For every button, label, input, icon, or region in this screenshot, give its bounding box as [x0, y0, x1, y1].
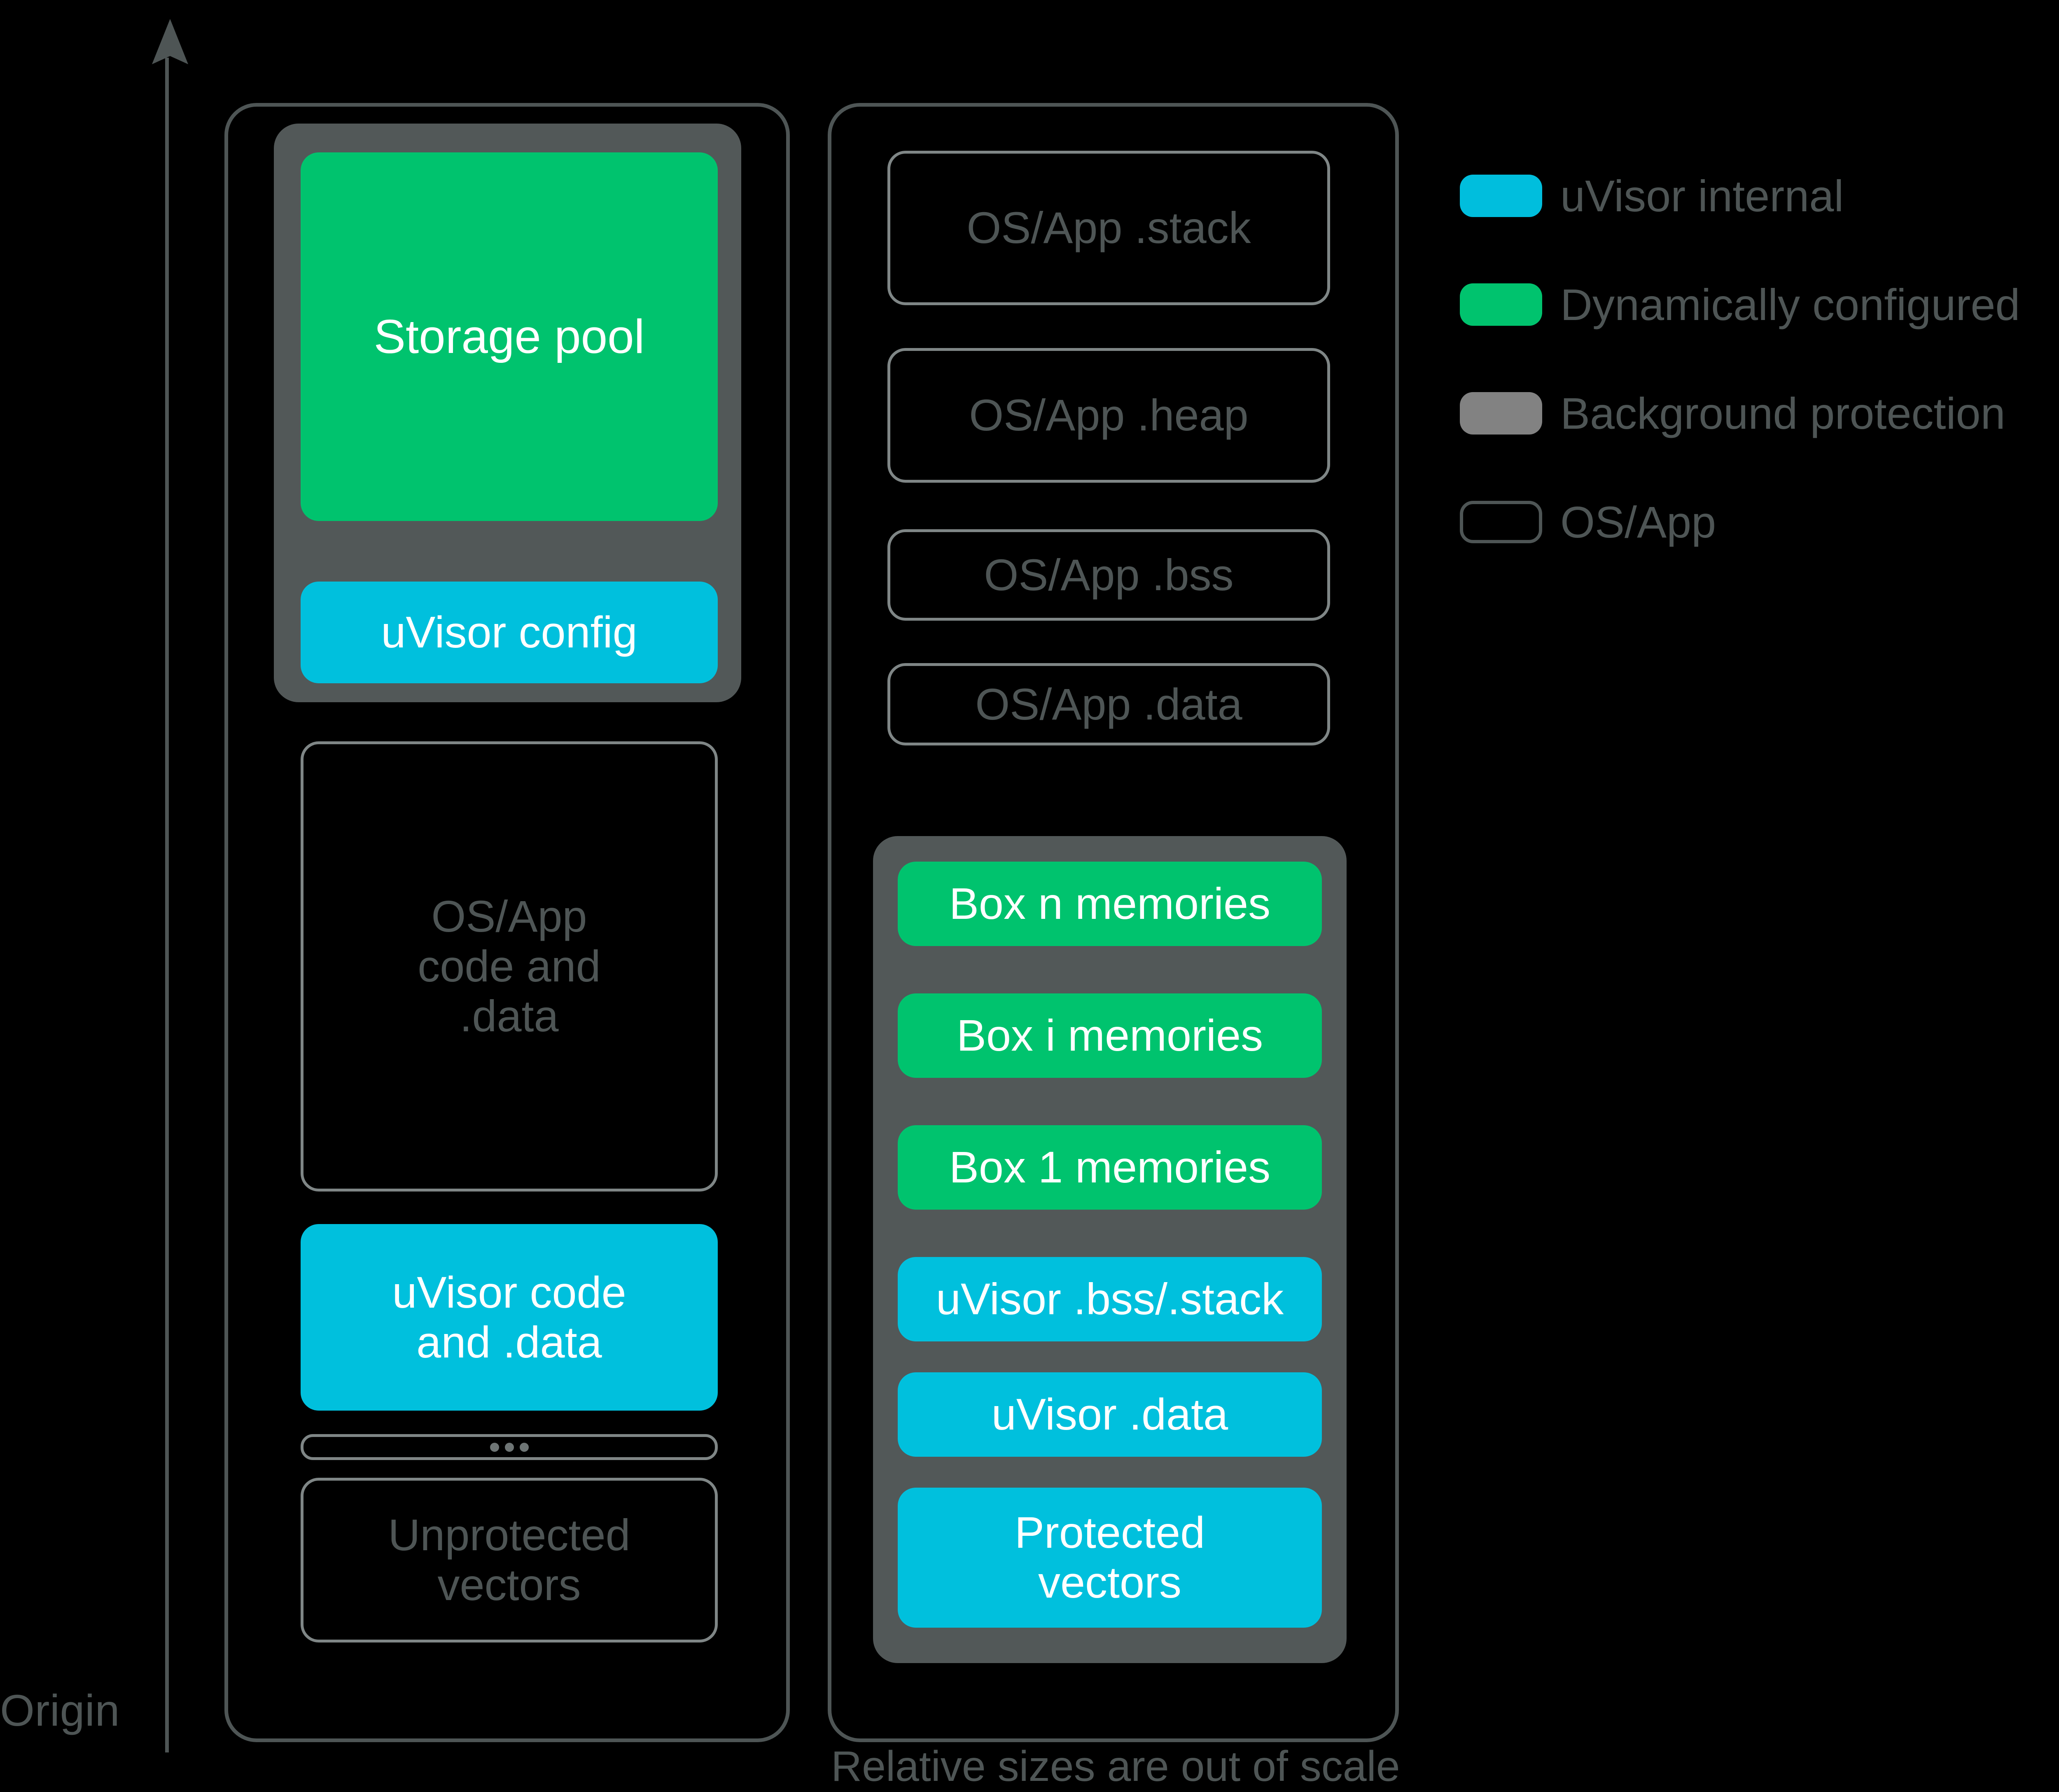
left-block-storage-pool[interactable]: Storage pool — [301, 152, 718, 521]
axis-line — [165, 58, 169, 1752]
left-block-unprotected-vectors[interactable]: Unprotected vectors — [301, 1478, 718, 1642]
left-block-ellipsis[interactable] — [301, 1434, 718, 1460]
left-block-uvisor-code-and-data[interactable]: uVisor code and .data — [301, 1224, 718, 1411]
legend: uVisor internal Dynamically configured B… — [1460, 171, 2059, 610]
legend-item-background-protection[interactable]: Background protection — [1460, 388, 2005, 438]
legend-item-uvisor-internal[interactable]: uVisor internal — [1460, 171, 1844, 221]
right-block-box-n-memories[interactable]: Box n memories — [898, 862, 1322, 946]
legend-label-os-app: OS/App — [1560, 497, 1716, 547]
up-arrow-icon — [152, 19, 188, 64]
legend-label-background-protection: Background protection — [1560, 388, 2005, 438]
legend-swatch-uvisor-internal — [1460, 174, 1542, 217]
right-block-box-i-memories[interactable]: Box i memories — [898, 993, 1322, 1078]
legend-label-uvisor-internal: uVisor internal — [1560, 171, 1844, 221]
right-block-uvisor-data[interactable]: uVisor .data — [898, 1372, 1322, 1457]
right-block-os-app-data[interactable]: OS/App .data — [887, 663, 1330, 745]
origin-label: Origin — [0, 1685, 120, 1735]
right-block-os-app-stack[interactable]: OS/App .stack — [887, 151, 1330, 305]
diagram-caption: Relative sizes are out of scale — [831, 1743, 1400, 1790]
legend-swatch-os-app — [1460, 500, 1542, 543]
right-block-os-app-bss[interactable]: OS/App .bss — [887, 529, 1330, 621]
right-block-os-app-heap[interactable]: OS/App .heap — [887, 348, 1330, 483]
legend-swatch-background-protection — [1460, 392, 1542, 435]
right-block-protected-vectors[interactable]: Protected vectors — [898, 1488, 1322, 1628]
left-block-uvisor-config[interactable]: uVisor config — [301, 582, 718, 683]
right-block-uvisor-bss-stack[interactable]: uVisor .bss/.stack — [898, 1257, 1322, 1341]
legend-item-dynamically-configured[interactable]: Dynamically configured — [1460, 279, 2020, 329]
left-block-os-app-code-and-data[interactable]: OS/App code and .data — [301, 741, 718, 1192]
ellipsis-dots-icon — [490, 1442, 529, 1452]
legend-label-dynamically-configured: Dynamically configured — [1560, 279, 2020, 329]
right-block-box-1-memories[interactable]: Box 1 memories — [898, 1125, 1322, 1210]
legend-swatch-dynamically-configured — [1460, 283, 1542, 326]
legend-item-os-app[interactable]: OS/App — [1460, 497, 1716, 547]
memory-address-axis — [152, 16, 202, 1752]
